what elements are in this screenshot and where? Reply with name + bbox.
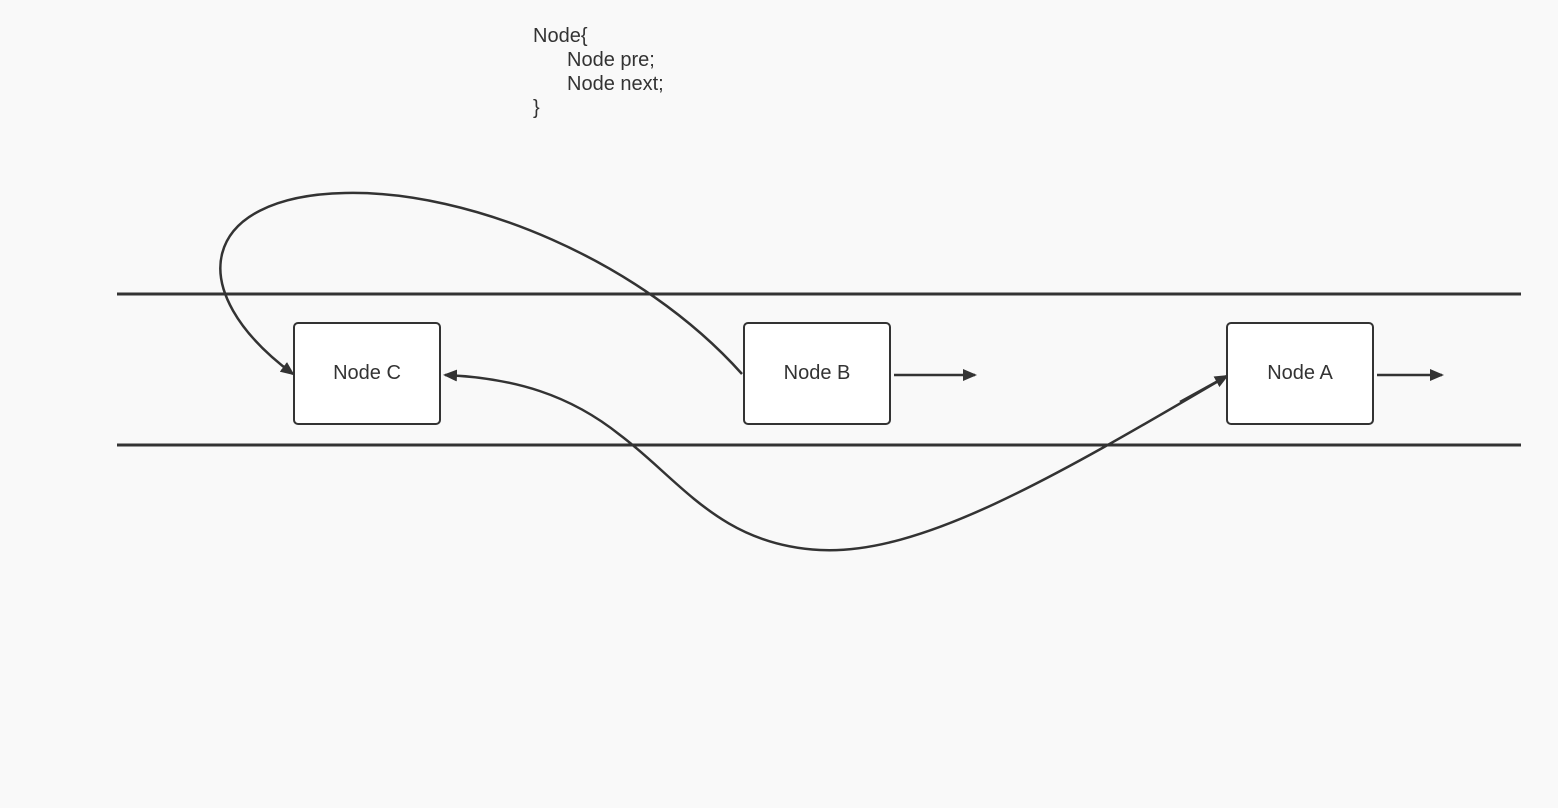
- node-definition-code: Node{ Node pre; Node next; }: [533, 24, 664, 120]
- node-b-label: Node B: [783, 362, 851, 384]
- node-c-box[interactable]: Node C: [293, 322, 441, 425]
- arrow-into-a: [1179, 374, 1229, 404]
- code-line-close: }: [533, 97, 540, 119]
- code-line-next: Node next;: [567, 73, 664, 95]
- code-line-open: Node{: [533, 25, 588, 47]
- node-c-label: Node C: [333, 362, 401, 384]
- connector-c-to-a: [443, 369, 1228, 552]
- node-b-box[interactable]: Node B: [743, 322, 891, 425]
- code-line-pre: Node pre;: [567, 49, 655, 71]
- node-a-label: Node A: [1267, 362, 1333, 384]
- connector-b-to-c: [219, 191, 743, 376]
- node-a-box[interactable]: Node A: [1226, 322, 1374, 425]
